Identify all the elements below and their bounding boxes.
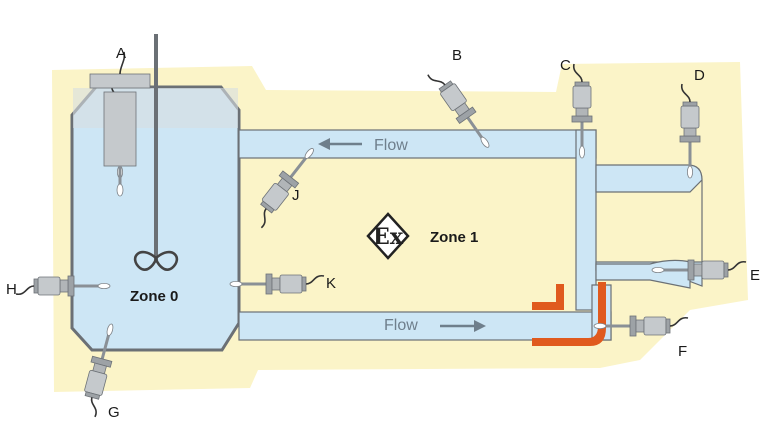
flow-arrow-top [318,138,362,150]
label-f: F [678,343,687,360]
heated-section-upper [532,284,564,310]
zone1-label: Zone 1 [430,229,478,246]
flow-label-bottom: Flow [384,317,418,334]
label-g: G [108,404,120,421]
riser-pipe [575,129,597,311]
label-h: H [6,281,17,298]
flow-arrow-bottom [440,320,486,332]
heated-section-lower [532,282,606,346]
flow-label-top: Flow [374,137,408,154]
bottom-pipe [238,311,612,341]
label-e: E [750,267,760,284]
ex-mark-text: Ex [373,224,404,250]
ex-hazard-mark: Ex [366,212,410,260]
label-b: B [452,47,462,64]
label-a: A [116,45,126,62]
label-j: J [292,187,300,204]
label-c: C [560,57,571,74]
zone0-label: Zone 0 [130,288,178,305]
label-k: K [326,275,336,292]
label-d: D [694,67,705,84]
top-pipe [238,129,597,159]
agitator [133,34,179,271]
